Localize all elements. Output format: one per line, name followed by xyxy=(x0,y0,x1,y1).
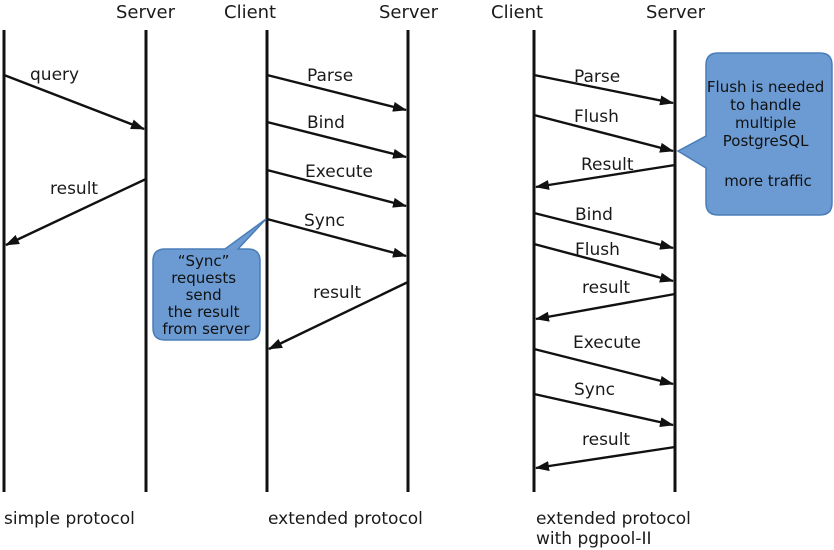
label-ext-result: result xyxy=(313,283,361,303)
arrow-pg-result-1 xyxy=(535,163,676,190)
arrow-ext-parse xyxy=(266,73,407,112)
arrow-pg-parse xyxy=(533,73,674,106)
arrow-pg-execute xyxy=(533,347,674,386)
header-client-3: Client xyxy=(491,2,543,23)
arrow-pg-sync xyxy=(533,392,674,428)
label-pg-result-2: result xyxy=(582,278,630,298)
arrow-ext-execute xyxy=(266,168,407,208)
header-server-1: Server xyxy=(116,2,176,23)
label-ext-bind: Bind xyxy=(307,113,345,133)
footer-pgpool-protocol: extended protocol with pgpool-II xyxy=(536,509,696,549)
label-pg-parse: Parse xyxy=(574,67,620,87)
arrow-pg-bind xyxy=(533,211,674,250)
label-pg-bind: Bind xyxy=(575,205,613,225)
label-ext-parse: Parse xyxy=(307,66,353,86)
arrow-simple-result xyxy=(5,177,147,247)
label-simple-result: result xyxy=(50,179,98,199)
header-client-2: Client xyxy=(224,2,276,23)
arrow-pg-flush-1 xyxy=(533,113,674,153)
header-server-2: Server xyxy=(379,2,439,23)
arrow-ext-bind xyxy=(266,120,407,159)
footer-extended-protocol: extended protocol xyxy=(268,509,423,529)
label-pg-result-1: Result xyxy=(581,155,634,175)
label-pg-flush-1: Flush xyxy=(574,107,619,127)
label-pg-flush-2: Flush xyxy=(575,240,620,260)
footer-simple-protocol: simple protocol xyxy=(4,509,135,529)
header-server-3: Server xyxy=(646,2,706,23)
arrow-ext-result xyxy=(268,280,409,351)
callout-flush-text: Flush is needed to handle multiple Postg… xyxy=(707,78,829,190)
arrow-pg-result-2 xyxy=(535,292,676,322)
callout-flush xyxy=(676,52,833,216)
label-simple-query: query xyxy=(30,65,79,85)
arrow-pg-flush-2 xyxy=(533,242,674,283)
arrow-ext-sync xyxy=(266,217,407,258)
label-ext-sync: Sync xyxy=(304,211,345,231)
label-ext-execute: Execute xyxy=(305,162,373,182)
arrow-pg-result-3 xyxy=(535,445,676,472)
callout-sync xyxy=(152,218,267,341)
callout-sync-text: “Sync” requests send the result from ser… xyxy=(162,252,250,338)
label-pg-sync: Sync xyxy=(574,380,615,400)
arrow-simple-query xyxy=(3,73,145,131)
label-pg-result-3: result xyxy=(582,430,630,450)
label-pg-execute: Execute xyxy=(573,333,641,353)
